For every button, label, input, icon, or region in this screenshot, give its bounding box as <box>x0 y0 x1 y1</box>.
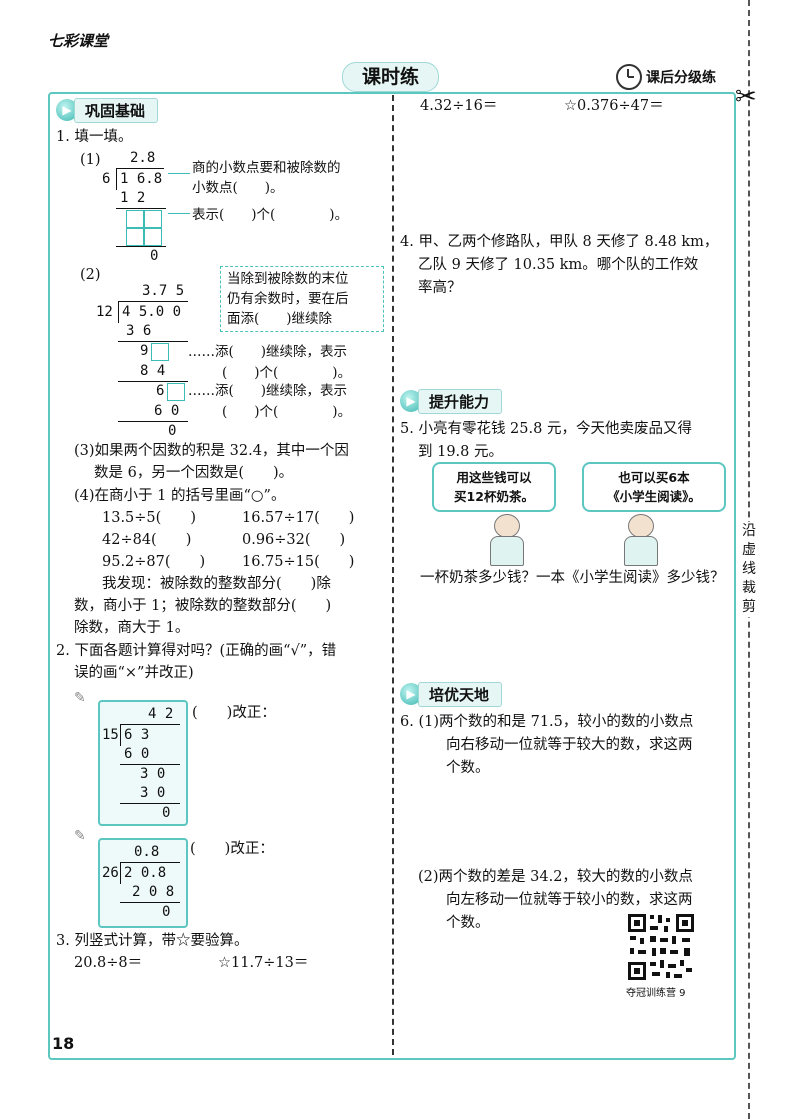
q1-p2-label: (2) <box>80 267 101 283</box>
q4-text: 4. 甲、乙两个修路队，甲队 8 天修了 8.48 km， 乙队 9 天修了 1… <box>400 234 719 296</box>
q1-p2-callout: 当除到被除数的末位仍有余数时，要在后面添( )继续除 <box>220 266 384 332</box>
speech-bubble-2: 也可以买6本《小学生阅读》。 <box>582 462 726 512</box>
scissors-icon: ✂ <box>735 82 757 112</box>
child-illustration <box>618 514 662 566</box>
pointer-arrow <box>168 213 190 214</box>
q2-title: 2. 下面各题计算得对吗？(正确的画“√”，错误的画“×”并改正) <box>56 643 337 681</box>
pencil-icon: ✎ <box>74 690 86 706</box>
q2-card-a: 4 2 15 6 3 6 0 3 0 3 0 0 <box>98 700 188 826</box>
q1-findings: 我发现：被除数的整数部分( )除 数，商小于 1；被除数的整数部分( ) 除数，… <box>74 576 332 636</box>
q5-text: 5. 小亮有零花钱 25.8 元，今天他卖废品又得 到 19.8 元。 <box>400 421 692 460</box>
qr-caption: 夺冠训练营 9 <box>626 988 686 999</box>
q1-p1-label: (1) <box>80 152 101 168</box>
q1-p1-note2: 表示( )个( )。 <box>192 207 349 223</box>
play-icon: ▶ <box>400 683 422 705</box>
section-header-improve: ▶ 提升能力 <box>400 388 503 414</box>
logo: 七彩课堂 <box>48 32 109 50</box>
page-number: 18 <box>52 1034 75 1053</box>
blank-box <box>151 343 169 361</box>
q3-item-3: 4.32÷16＝ <box>420 98 498 114</box>
section-header-advanced: ▶ 培优天地 <box>400 681 503 707</box>
blank-box <box>126 210 162 228</box>
speech-bubble-1: 用这些钱可以买12杯奶茶。 <box>432 462 556 512</box>
column-divider <box>392 95 394 1055</box>
header-tag: 课后分级练 <box>646 70 716 86</box>
q1-p4-list: 13.5÷5( )16.57÷17( ) 42÷84( )0.96÷32( ) … <box>102 510 355 570</box>
child-illustration <box>484 514 528 566</box>
q5-question: 一杯奶茶多少钱？一本《小学生阅读》多少钱？ <box>420 570 725 586</box>
q1-p2-note2: ……添( )继续除，表示( )个( )。 <box>188 383 352 420</box>
pencil-icon: ✎ <box>74 828 86 844</box>
qr-code[interactable] <box>626 912 696 982</box>
q3-item-2: ☆11.7÷13＝ <box>218 955 309 971</box>
q1-p1-note1: 商的小数点要和被除数的小数点( )。 <box>192 160 341 196</box>
long-division-2: 3.7 5 12 4 5.0 0 3 6 9 8 4 6 6 0 0 <box>96 283 192 439</box>
page-title: 课时练 <box>342 62 439 92</box>
clock-icon <box>616 64 642 90</box>
q6-part2: (2)两个数的差是 34.2，较大的数的小数点 向左移动一位就等于较小的数，求这… <box>418 869 693 931</box>
q3-title: 3. 列竖式计算，带☆要验算。 <box>56 933 249 949</box>
q6-part1: 6. (1)两个数的和是 71.5，较小的数的小数点 向右移动一位就等于较大的数… <box>400 714 694 776</box>
play-icon: ▶ <box>56 99 78 121</box>
q3-item-4: ☆0.376÷47＝ <box>564 98 664 114</box>
q2-b-judge: ( )改正： <box>190 841 274 857</box>
long-division-1: 2.8 6 1 6.8 1 2 0 <box>98 148 178 264</box>
q2-card-b: 0.8 26 2 0.8 2 0 8 0 <box>98 838 188 928</box>
q1-p2-note1: ……添( )继续除，表示( )个( )。 <box>188 344 352 381</box>
q1-p3: (3)如果两个因数的积是 32.4，其中一个因数是 6，另一个因数是( )。 <box>74 443 349 481</box>
page-frame <box>48 92 736 1060</box>
pointer-arrow <box>168 173 190 174</box>
q1-title: 1. 填一填。 <box>56 129 133 145</box>
side-cut-label: 沿虚线裁剪 <box>740 522 758 617</box>
q2-a-judge: ( )改正： <box>192 705 276 721</box>
q1-p4: (4)在商小于 1 的括号里画“○”。 <box>74 488 286 504</box>
section-header-basic: ▶ 巩固基础 <box>56 97 159 123</box>
blank-box <box>167 383 185 401</box>
play-icon: ▶ <box>400 390 422 412</box>
blank-box <box>126 228 162 246</box>
q3-item-1: 20.8÷8＝ <box>74 955 143 971</box>
